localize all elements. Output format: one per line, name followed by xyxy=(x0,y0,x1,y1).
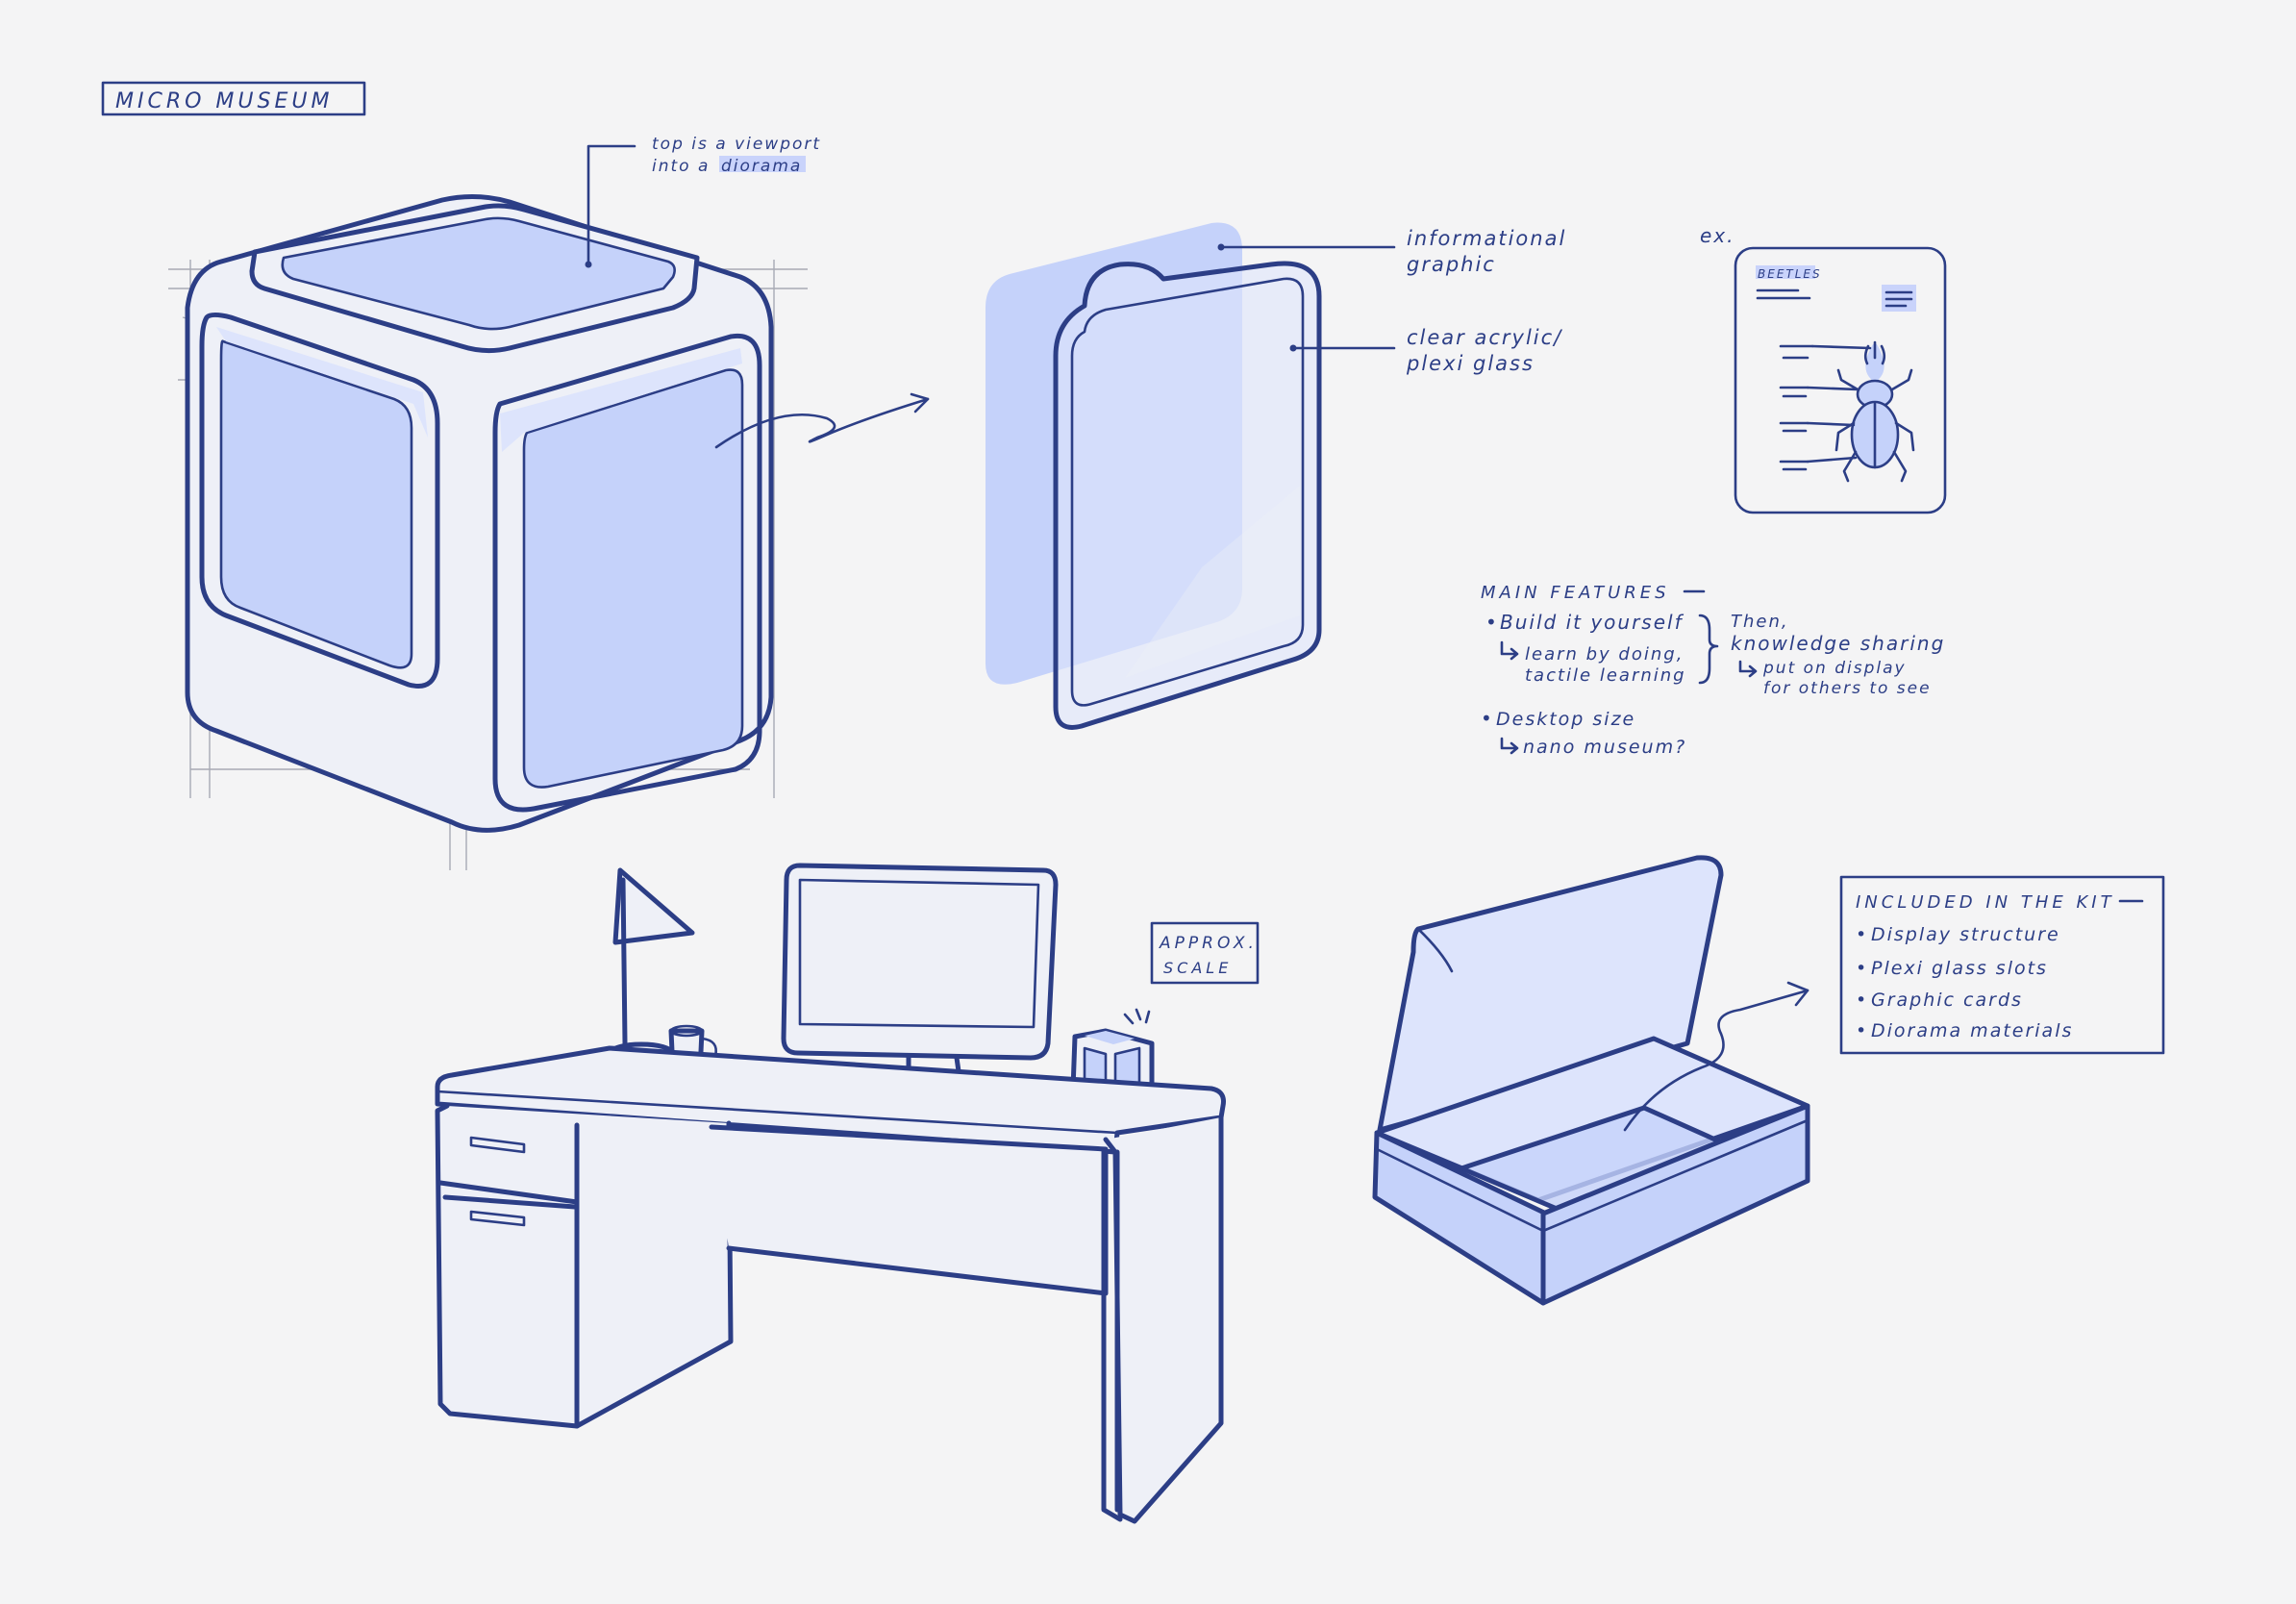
museum-cube-sketch xyxy=(168,144,930,870)
kit-list: INCLUDED IN THE KIT • Display structure … xyxy=(1839,875,2165,1055)
then-line-2: knowledge sharing xyxy=(1731,632,1945,655)
svg-text:•: • xyxy=(1856,958,1868,979)
main-features-notes: MAIN FEATURES • Build it yourself learn … xyxy=(1481,583,1945,758)
features-heading: MAIN FEATURES xyxy=(1481,583,1670,603)
kit-item: Graphic cards xyxy=(1871,990,2023,1011)
svg-text:•: • xyxy=(1485,611,1499,634)
feature-item-2: Desktop size xyxy=(1496,709,1635,730)
svg-text:•: • xyxy=(1856,990,1868,1011)
exploded-panel-sketch xyxy=(986,222,1396,730)
page-title: MICRO MUSEUM xyxy=(115,89,333,113)
feature-item-2-sub: nano museum? xyxy=(1523,737,1686,758)
svg-text:•: • xyxy=(1481,707,1494,730)
kit-box-sketch xyxy=(1372,855,1810,1306)
svg-text:•: • xyxy=(1856,924,1868,945)
viewport-text-line2-prefix: into a xyxy=(652,157,710,176)
graphic-label-line1: informational xyxy=(1407,227,1566,250)
acrylic-label-line2: plexi glass xyxy=(1406,352,1535,375)
title-block: MICRO MUSEUM xyxy=(101,81,366,116)
example-label: ex. xyxy=(1700,224,1735,247)
feature-item-1-sub2: tactile learning xyxy=(1525,665,1686,686)
then-line-1: Then, xyxy=(1731,612,1789,632)
beetle-illustration xyxy=(1834,340,1915,483)
feature-item-1: Build it yourself xyxy=(1500,611,1685,634)
viewport-text-line1: top is a viewport xyxy=(652,135,821,154)
example-card-heading: BEETLES xyxy=(1758,267,1822,281)
kit-item: Plexi glass slots xyxy=(1871,958,2048,979)
acrylic-label-line1: clear acrylic/ xyxy=(1407,326,1562,349)
example-card: BEETLES xyxy=(1734,246,1947,514)
svg-text:•: • xyxy=(1856,1020,1868,1041)
desk-scene xyxy=(435,863,1226,1524)
feature-item-1-sub1: learn by doing, xyxy=(1525,644,1684,664)
monitor xyxy=(781,863,1059,1094)
kit-item: Diorama materials xyxy=(1871,1020,2073,1041)
then-sub-2: for others to see xyxy=(1763,679,1932,698)
then-sub-1: put on display xyxy=(1762,659,1907,678)
panel-annotations: informational graphic clear acrylic/ ple… xyxy=(1406,224,1735,375)
viewport-annotation: top is a viewport into a diorama xyxy=(652,135,821,176)
kit-item: Display structure xyxy=(1871,924,2060,945)
scale-label-line1: APPROX. xyxy=(1159,934,1258,953)
scale-label-line2: SCALE xyxy=(1163,959,1232,977)
kit-heading: INCLUDED IN THE KIT xyxy=(1856,892,2115,913)
scale-label: APPROX. SCALE xyxy=(1150,921,1260,985)
viewport-text-line2-highlight: diorama xyxy=(721,157,802,176)
graphic-label-line2: graphic xyxy=(1407,253,1496,276)
beetle-leader-lines xyxy=(1779,344,1872,471)
